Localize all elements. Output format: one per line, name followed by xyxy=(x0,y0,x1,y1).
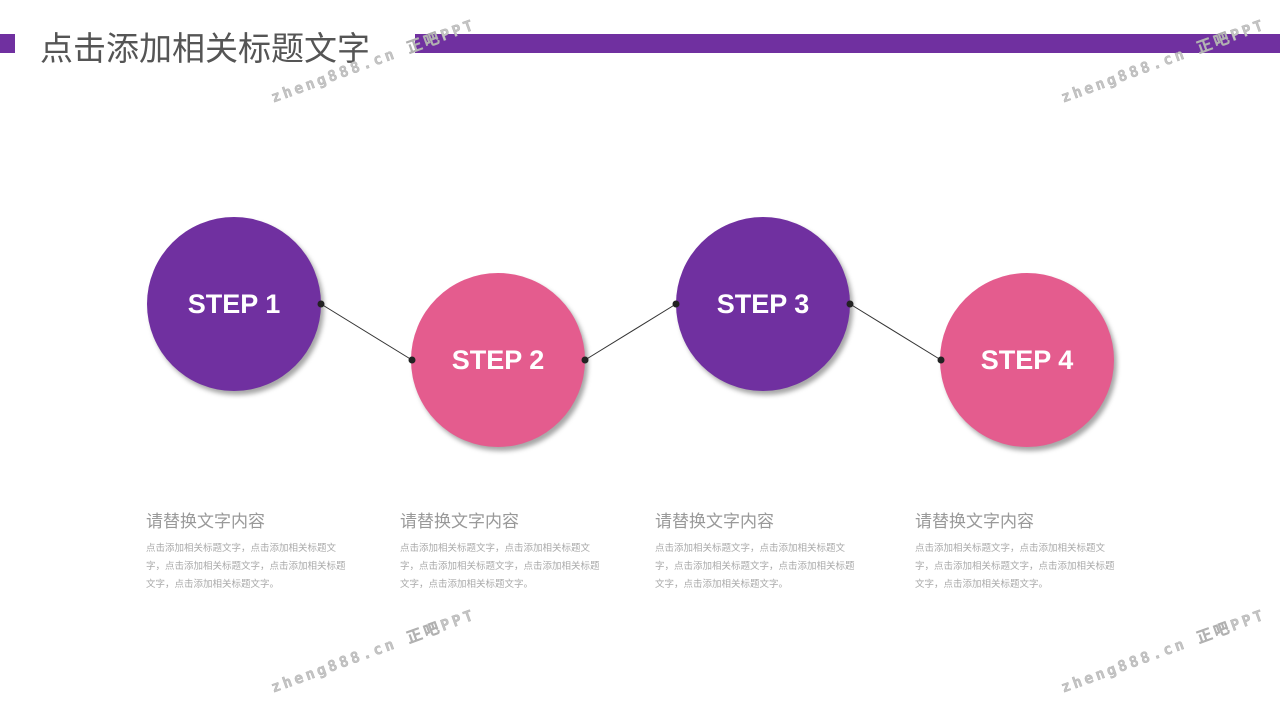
title-accent-bar-right xyxy=(415,34,1280,53)
slide-title: 点击添加相关标题文字 xyxy=(40,29,370,68)
step-1-body: 点击添加相关标题文字，点击添加相关标题文字，点击添加相关标题文字，点击添加相关标… xyxy=(146,543,346,590)
step-3-heading: 请替换文字内容 xyxy=(655,512,774,532)
step-3-body: 点击添加相关标题文字，点击添加相关标题文字，点击添加相关标题文字，点击添加相关标… xyxy=(655,543,855,590)
step-4-body: 点击添加相关标题文字，点击添加相关标题文字，点击添加相关标题文字，点击添加相关标… xyxy=(915,543,1115,590)
connector-1-2 xyxy=(320,303,413,361)
step-1-circle: STEP 1 xyxy=(147,217,321,391)
step-3-label: STEP 3 xyxy=(716,288,810,319)
step-1-heading: 请替换文字内容 xyxy=(146,512,265,532)
step-2-circle: STEP 2 xyxy=(411,273,585,447)
step-4-label: STEP 4 xyxy=(980,344,1074,375)
step-4-circle: STEP 4 xyxy=(940,273,1114,447)
step-2-body: 点击添加相关标题文字，点击添加相关标题文字，点击添加相关标题文字，点击添加相关标… xyxy=(400,543,600,590)
connector-3-4 xyxy=(849,303,942,361)
step-4-heading: 请替换文字内容 xyxy=(915,512,1034,532)
step-4-text: 请替换文字内容点击添加相关标题文字，点击添加相关标题文字，点击添加相关标题文字，… xyxy=(915,510,1120,594)
step-1-text: 请替换文字内容点击添加相关标题文字，点击添加相关标题文字，点击添加相关标题文字，… xyxy=(146,510,351,594)
step-1-label: STEP 1 xyxy=(187,288,281,319)
step-2-text: 请替换文字内容点击添加相关标题文字，点击添加相关标题文字，点击添加相关标题文字，… xyxy=(400,510,605,594)
connector-2-3 xyxy=(584,303,677,361)
step-3-circle: STEP 3 xyxy=(676,217,850,391)
step-3-text: 请替换文字内容点击添加相关标题文字，点击添加相关标题文字，点击添加相关标题文字，… xyxy=(655,510,860,594)
title-accent-bar-left xyxy=(0,34,15,53)
step-2-label: STEP 2 xyxy=(451,344,545,375)
step-2-heading: 请替换文字内容 xyxy=(400,512,519,532)
